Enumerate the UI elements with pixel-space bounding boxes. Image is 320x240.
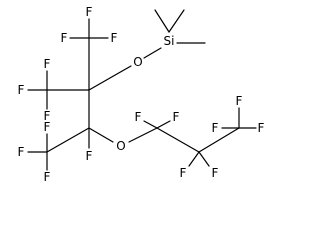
fluorine-atom: F [135, 110, 142, 124]
fluorine-atom: F [86, 5, 93, 19]
fluorine-atom: F [236, 94, 243, 108]
bond [156, 120, 171, 129]
bond [46, 127, 90, 153]
fluorine-atom: F [180, 166, 187, 180]
bond [88, 127, 114, 143]
fluorine-atom: F [18, 83, 25, 97]
fluorine-atom: F [212, 166, 219, 180]
fluorine-atom: F [44, 57, 51, 71]
atom-labels: F F F F F F O Si F F F F O F F F F F F F [18, 5, 265, 184]
fluorine-atom: F [86, 149, 93, 163]
fluorine-atom: F [44, 109, 51, 123]
bond [188, 151, 200, 167]
fluorine-atom: F [111, 31, 118, 45]
bond [156, 127, 200, 153]
oxygen-atom: O [116, 139, 125, 153]
fluorine-atom: F [258, 121, 265, 135]
molecule-structure: F F F F F F O Si F F F F O F F F F F F F [18, 5, 265, 184]
bond [88, 65, 132, 91]
bond [128, 127, 158, 143]
bond [198, 151, 210, 167]
fluorine-atom: F [173, 110, 180, 124]
fluorine-atom: F [44, 120, 51, 134]
bond [143, 120, 158, 129]
fluorine-atom: F [212, 121, 219, 135]
bond [143, 47, 162, 59]
bonds [27, 9, 257, 171]
oxygen-atom: O [133, 55, 142, 69]
fluorine-atom: F [61, 31, 68, 45]
bond [198, 127, 240, 153]
fluorine-atom: F [18, 145, 25, 159]
fluorine-atom: F [44, 170, 51, 184]
silicon-atom: Si [164, 34, 175, 48]
bond [168, 9, 185, 33]
bond [154, 9, 170, 33]
